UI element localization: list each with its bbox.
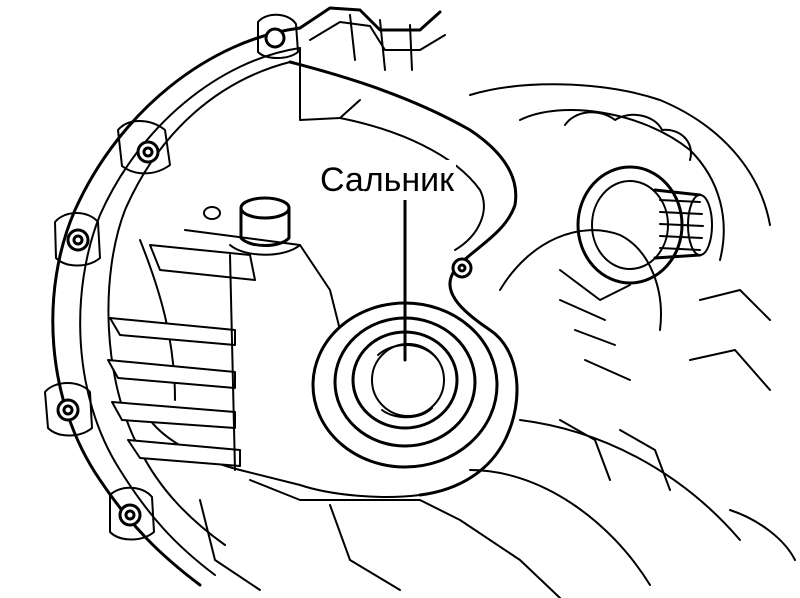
- bearing-hub: [469, 83, 771, 285]
- flange-bolt-bosses: [44, 13, 299, 541]
- lower-bracket: [199, 479, 561, 598]
- clutch-plate: [469, 229, 796, 586]
- cooling-fins: [107, 244, 256, 471]
- filler-plug: [203, 196, 301, 256]
- oil-seal-label: Сальник: [318, 160, 457, 200]
- clutch-housing-flange: [51, 26, 302, 587]
- oil-seal: [311, 301, 499, 469]
- top-casting: [298, 6, 446, 121]
